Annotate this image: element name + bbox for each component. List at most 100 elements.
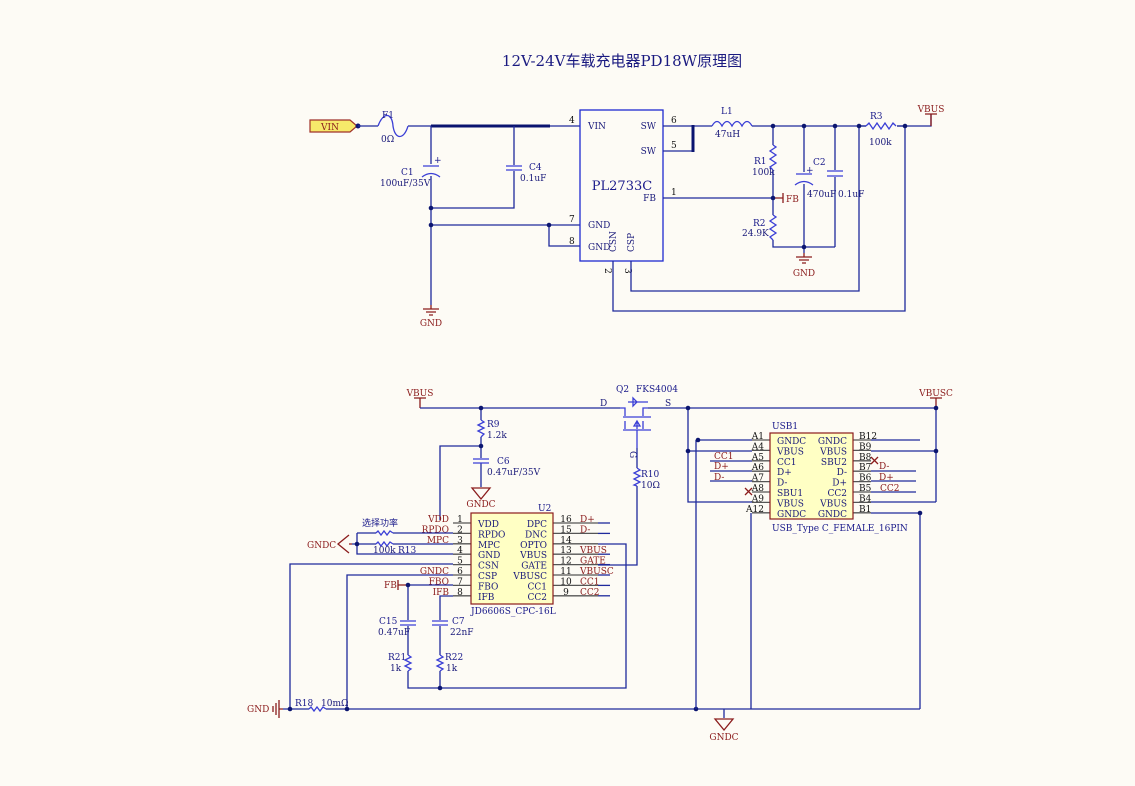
usb-pin-number: B6 (859, 474, 872, 484)
wire (283, 708, 920, 718)
u1-pin-csn: CSN (609, 231, 619, 252)
c1-value: 100uF/35V (380, 179, 431, 189)
c2-value: 470uF (807, 190, 836, 200)
usb1-ref: USB1 (772, 422, 798, 432)
usb-pin-number: B12 (859, 432, 877, 442)
u2-pin-name: CC2 (528, 593, 548, 603)
usb-pin-name: D- (837, 468, 847, 478)
mosfet-q2[interactable] (620, 396, 651, 448)
buck-section: VIN F1 0Ω + C1 100uF/35V C4 0.1uF GND PL… (309, 105, 945, 329)
wire (598, 448, 638, 566)
c2-polarity: + (806, 166, 814, 176)
vbus-port-stub (414, 397, 426, 408)
usb-pin-number: B7 (859, 463, 872, 473)
u2-ref: U2 (538, 504, 551, 514)
u1-pinnum: 5 (671, 141, 677, 151)
u2-net-label: VBUSC (579, 567, 614, 577)
u1-pinnum: 7 (569, 215, 575, 225)
vin-port-label: VIN (320, 123, 339, 133)
ic-pl2733c[interactable] (579, 109, 664, 262)
inductor-l1 (711, 120, 753, 128)
r9-value: 1.2k (487, 431, 507, 441)
usb-pin-number: B5 (859, 484, 872, 494)
usb-pin-name: SBU2 (821, 458, 847, 468)
vbusc-port-label[interactable]: VBUSC (918, 389, 953, 399)
u2-pin-name: CC1 (528, 582, 548, 592)
wire (352, 532, 453, 555)
u1-pinnum: 3 (622, 268, 632, 274)
f1-value: 0Ω (381, 135, 394, 145)
u2-pin-names: VDDRPDOMPCGNDCSNCSPFBOIFBDPCDNCOPTOVBUSG… (477, 520, 547, 603)
l1-value: 47uH (715, 130, 740, 140)
fuse-f1 (377, 114, 409, 138)
u1-pin-csp: CSP (627, 233, 637, 252)
usb-net-b5: CC2 (880, 484, 900, 494)
u2-pin-name: IFB (478, 593, 495, 603)
u2-pin-name: GND (478, 551, 500, 561)
u2-pin-number: 16 (560, 515, 572, 525)
u2-net-label: MPC (427, 536, 449, 546)
usb-type-c-connector[interactable] (769, 432, 854, 520)
usb-pin-number: A1 (751, 432, 764, 442)
usb-pin-name: D- (777, 479, 787, 489)
resistor-rpdo (375, 529, 394, 537)
u2-pin-number: 12 (560, 557, 571, 567)
usb-net-cc1: CC1 (714, 452, 734, 462)
capacitor-c3 (827, 170, 843, 177)
u2-net-label: VBUS (579, 546, 607, 556)
pd-vbus-port-label[interactable]: VBUS (406, 389, 434, 399)
r2-value: 24.9K (742, 229, 769, 239)
usb-pin-number: A6 (751, 463, 764, 473)
usb-pin-name: CC1 (777, 458, 797, 468)
u2-net-label: FBO (429, 577, 449, 587)
gndc-bottom-label: GNDC (709, 733, 738, 743)
u2-net-label: IFB (433, 588, 450, 598)
r10-value: 10Ω (641, 481, 660, 491)
usb-pin-name: GNDC (818, 437, 847, 447)
junctions (770, 123, 908, 250)
resistor-r10 (632, 467, 642, 487)
usb-pin-number: A4 (751, 442, 764, 452)
wire (772, 126, 836, 253)
usb-pin-number: A5 (751, 453, 764, 463)
ic-jd6606s[interactable] (470, 512, 554, 605)
ground-symbol (423, 305, 439, 316)
gndc-left-label: GNDC (307, 541, 336, 551)
u2-pin-number: 4 (457, 546, 463, 556)
vbus-port-label[interactable]: VBUS (917, 105, 945, 115)
u2-pin-number: 5 (457, 557, 463, 567)
u2-net-label: D+ (580, 515, 595, 525)
u2-pin-number: 2 (457, 525, 463, 535)
u2-pin-name: DNC (525, 530, 547, 540)
resistor-r3 (865, 121, 897, 131)
usb-pin-name: D+ (832, 479, 847, 489)
r1-ref: R1 (754, 157, 767, 167)
u2-pin-name: CSN (478, 562, 499, 572)
capacitor-c15 (400, 620, 416, 626)
u2-pin-number: 6 (457, 567, 463, 577)
resistor-r21 (403, 654, 413, 672)
u2-pin-number: 11 (560, 567, 571, 577)
usb1-part: USB_Type C_FEMALE_16PIN (772, 524, 908, 534)
usb-pin-number: B4 (859, 494, 872, 504)
u2-pin-number: 10 (560, 577, 572, 587)
usb-pin-number: A8 (751, 484, 764, 494)
usb-pin-name: VBUS (819, 499, 847, 509)
pd-fb-label: FB (384, 581, 397, 591)
c4-ref: C4 (529, 163, 542, 173)
capacitor-c2 (794, 173, 814, 186)
u2-pin-number: 7 (457, 577, 463, 587)
u2-pin-number: 1 (457, 515, 463, 525)
u2-net-label: CC2 (580, 588, 600, 598)
u2-net-label: D- (580, 525, 590, 535)
resistor-r13 (375, 540, 394, 548)
power-select-label: 选择功率 (362, 517, 398, 529)
capacitor-c7 (432, 620, 448, 626)
r9-ref: R9 (487, 420, 500, 430)
r13-value: 100k (373, 546, 396, 556)
u2-net-label: CC1 (580, 577, 600, 587)
vin-port[interactable] (309, 119, 358, 133)
r13-ref: R13 (398, 546, 417, 556)
